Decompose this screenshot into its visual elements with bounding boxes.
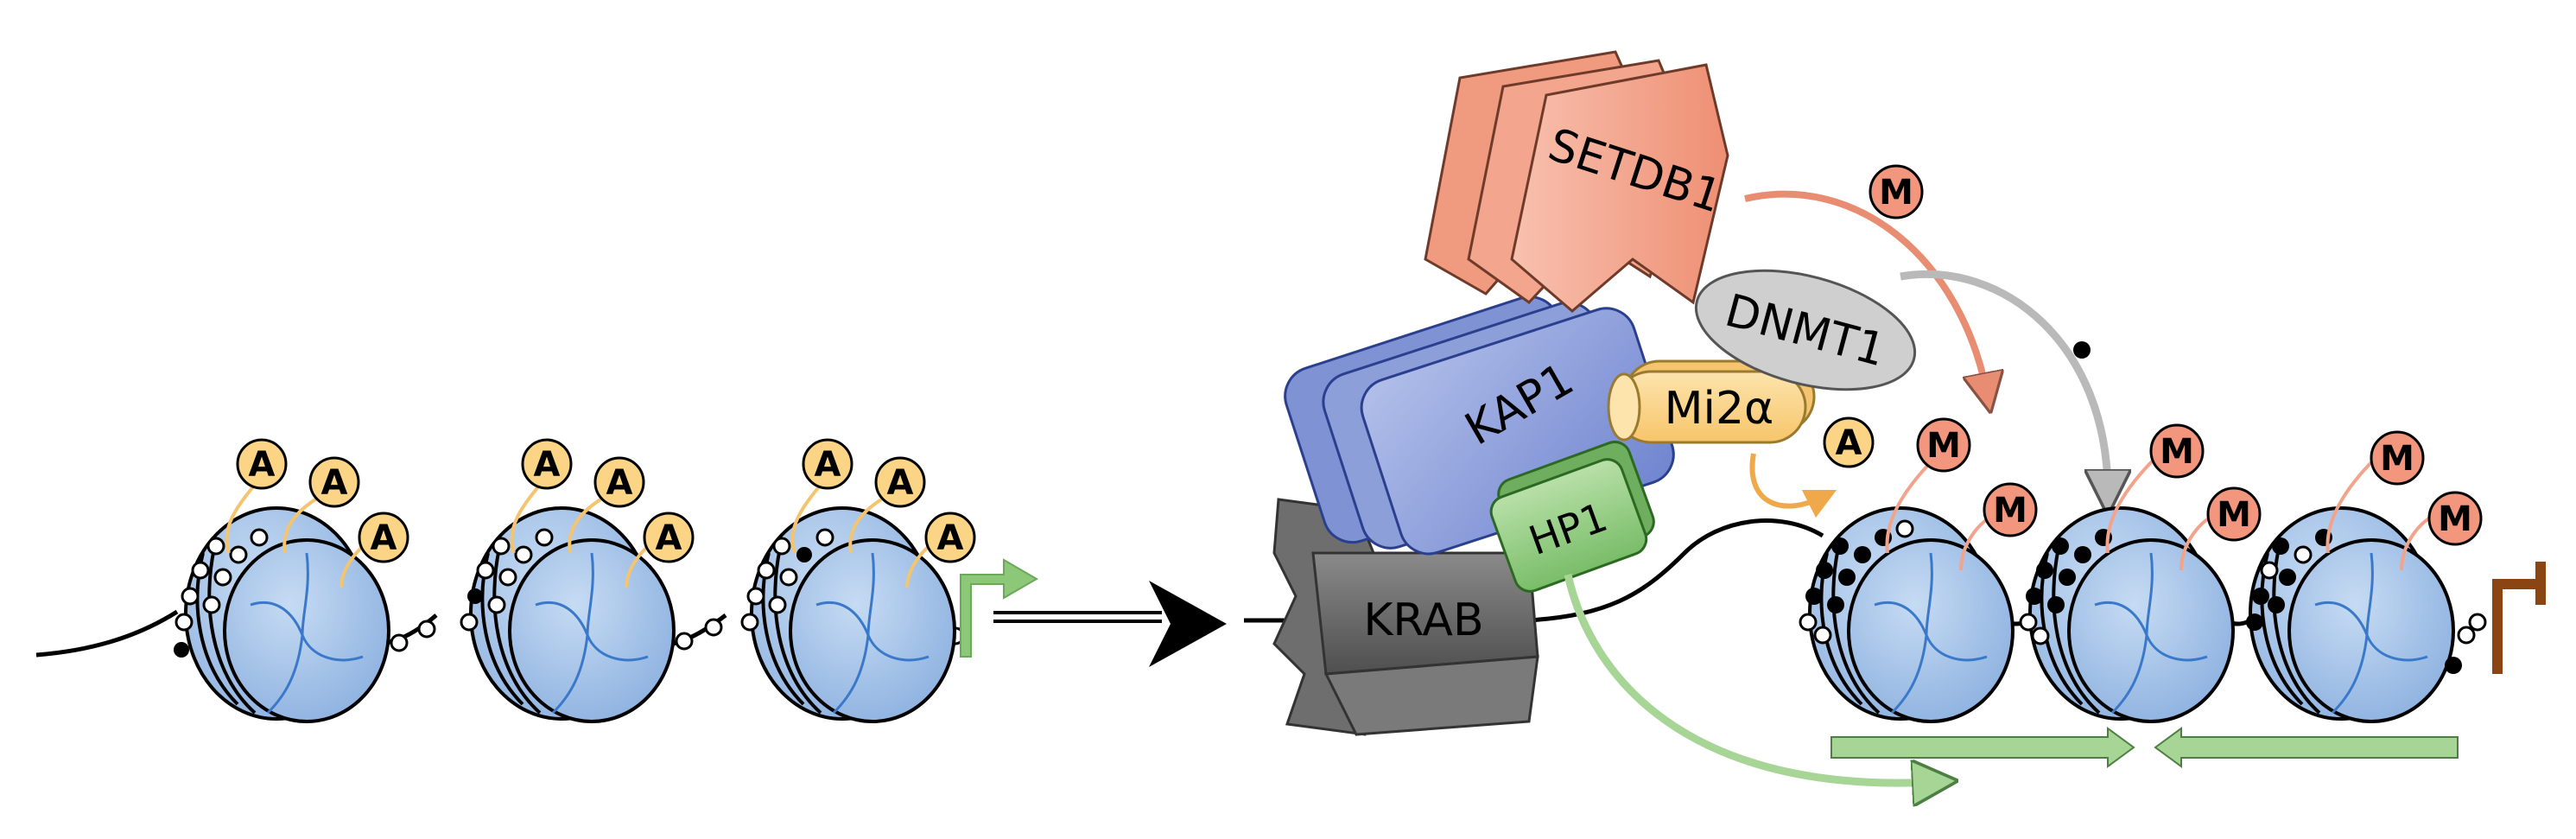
- svg-text:A: A: [249, 445, 276, 485]
- svg-text:A: A: [656, 518, 682, 558]
- svg-text:M: M: [1993, 491, 2027, 531]
- setdb1-protein: SETDB1: [1424, 50, 1729, 313]
- methyl-badge: M: [1916, 417, 1971, 473]
- acetyl-badge: A: [874, 456, 926, 508]
- nucleosome: [460, 506, 676, 723]
- acetyl-badge: A: [358, 512, 409, 563]
- svg-text:A: A: [534, 445, 561, 485]
- acetyl-badge: A: [1823, 416, 1875, 468]
- methyl-badge: M: [2370, 430, 2425, 486]
- methyl-badge: M: [1869, 164, 1924, 219]
- acetyl-badge: A: [236, 438, 288, 490]
- deacetylation-arrow: [1749, 453, 1837, 518]
- svg-text:A: A: [815, 445, 841, 485]
- nucleosome: [740, 506, 956, 723]
- acetyl-badge: A: [924, 512, 976, 563]
- svg-text:M: M: [1879, 173, 1913, 213]
- methylation-arrow: [1744, 190, 1987, 393]
- nucleosome: [2019, 506, 2235, 723]
- nucleosome: [2246, 506, 2487, 723]
- svg-text:A: A: [937, 518, 964, 558]
- svg-text:A: A: [1836, 423, 1862, 463]
- acetyl-marks: A A A A A A A A A: [236, 438, 976, 563]
- heterochromatin-spreading-arrows: [1830, 727, 2459, 768]
- acetyl-badge: A: [521, 438, 573, 490]
- dnmt1-protein: DNMT1: [1694, 269, 1917, 391]
- methyl-cpg-dot: [2073, 341, 2091, 359]
- methyl-badge: M: [2206, 486, 2262, 542]
- methyl-badge: M: [2149, 423, 2205, 479]
- mi2a-label: Mi2α: [1665, 383, 1774, 435]
- acetyl-badge: A: [308, 456, 360, 508]
- active-chromatin: A A A A A A A A A: [35, 438, 1038, 723]
- nucleosome: [1799, 506, 2014, 723]
- svg-text:A: A: [887, 463, 914, 503]
- dna-methylation-arrow: [1900, 270, 2108, 493]
- svg-text:M: M: [2217, 495, 2251, 535]
- transition-arrow: [993, 581, 1227, 667]
- hp1-protein: HP1: [1489, 440, 1655, 593]
- nucleosome: [174, 506, 390, 723]
- acetyl-badge: A: [802, 438, 853, 490]
- hp1-spreading-arrow: [1564, 574, 1935, 783]
- svg-text:M: M: [2438, 499, 2472, 539]
- svg-text:M: M: [2380, 439, 2414, 479]
- krab-label: KRAB: [1363, 594, 1483, 646]
- methyl-badge: M: [2427, 491, 2483, 546]
- repression-complex: KRAB KAP1 HP1 Mi2α A: [1244, 50, 2546, 783]
- active-promoter-arrow: [960, 558, 1038, 658]
- repressed-promoter-symbol: [2492, 562, 2546, 674]
- krab-domain: KRAB: [1272, 498, 1539, 736]
- methyl-badge: M: [1983, 482, 2038, 537]
- methyl-marks: M M M M M M: [1916, 417, 2483, 546]
- svg-text:M: M: [2160, 432, 2194, 472]
- acetyl-badge: A: [593, 456, 645, 508]
- svg-text:M: M: [1926, 426, 1961, 466]
- acetyl-badge: A: [643, 512, 695, 563]
- mi2a-protein: Mi2α: [1607, 359, 1816, 444]
- svg-text:A: A: [606, 463, 633, 503]
- svg-text:A: A: [371, 518, 397, 558]
- svg-text:A: A: [321, 463, 348, 503]
